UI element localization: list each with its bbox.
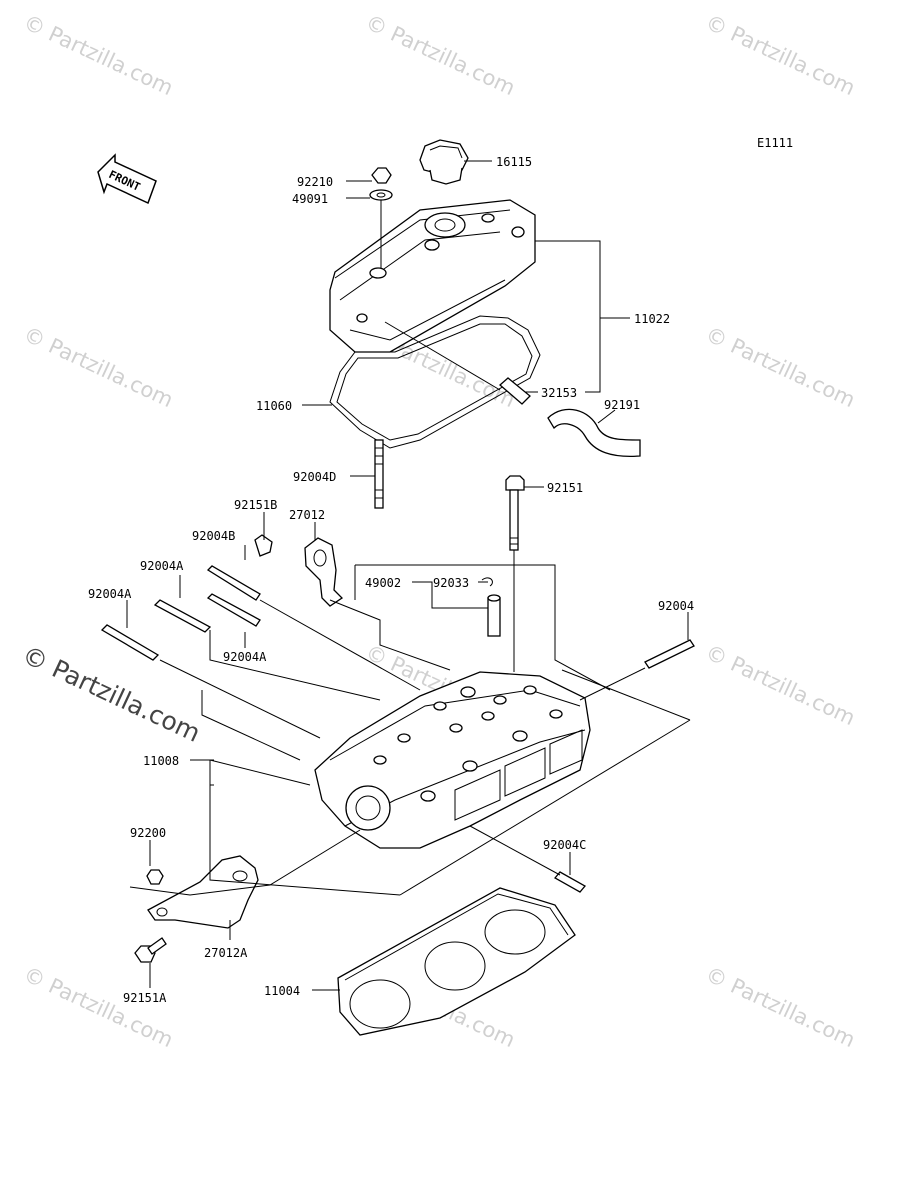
- bracket-27012[interactable]: [304, 537, 344, 607]
- label-92210[interactable]: 92210: [297, 175, 333, 189]
- stud-92004A-1[interactable]: [153, 599, 212, 633]
- part-labels: 16115 92210 49091 11022 32153 11060 9219…: [88, 155, 694, 1005]
- bracket-27012A[interactable]: [147, 855, 259, 929]
- hose-92191[interactable]: [547, 408, 641, 458]
- label-92004D[interactable]: 92004D: [293, 470, 336, 484]
- bolt-92151B[interactable]: [254, 534, 273, 557]
- stud-92004A-2[interactable]: [206, 593, 261, 627]
- dowel-49002[interactable]: [487, 594, 501, 637]
- label-92004C[interactable]: 92004C: [543, 838, 586, 852]
- label-11008[interactable]: 11008: [143, 754, 179, 768]
- label-92151B[interactable]: 92151B: [234, 498, 277, 512]
- label-92151[interactable]: 92151: [547, 481, 583, 495]
- label-92191[interactable]: 92191: [604, 398, 640, 412]
- nut-92200[interactable]: [146, 869, 164, 885]
- label-32153[interactable]: 32153: [541, 386, 577, 400]
- label-92151A[interactable]: 92151A: [123, 991, 167, 1005]
- oil-cap[interactable]: [419, 139, 469, 185]
- front-arrow-icon: FRONT: [97, 153, 157, 205]
- label-49002[interactable]: 49002: [365, 576, 401, 590]
- stud-92004[interactable]: [644, 639, 695, 669]
- label-11022[interactable]: 11022: [634, 312, 670, 326]
- label-92004[interactable]: 92004: [658, 599, 694, 613]
- clip-icon: [481, 577, 493, 587]
- bolt-92151A[interactable]: [134, 937, 167, 963]
- label-16115[interactable]: 16115: [496, 155, 532, 169]
- cylinder-head[interactable]: [314, 671, 591, 849]
- label-27012A[interactable]: 27012A: [204, 946, 248, 960]
- label-92004A[interactable]: 92004A: [140, 559, 184, 573]
- label-92004A[interactable]: 92004A: [223, 650, 267, 664]
- label-92004A[interactable]: 92004A: [88, 587, 132, 601]
- stud-92004B[interactable]: [206, 565, 261, 601]
- label-92004B[interactable]: 92004B: [192, 529, 235, 543]
- label-92200[interactable]: 92200: [130, 826, 166, 840]
- label-92033[interactable]: 92033: [433, 576, 469, 590]
- label-11004[interactable]: 11004: [264, 984, 300, 998]
- cap-nut[interactable]: [369, 167, 393, 201]
- head-gasket[interactable]: [337, 887, 576, 1036]
- valve-cover[interactable]: [329, 199, 536, 353]
- bolt-92151[interactable]: [505, 475, 525, 551]
- stud-92004A-3[interactable]: [100, 624, 160, 661]
- stud-92004D[interactable]: [374, 439, 384, 509]
- cover-gasket[interactable]: [329, 315, 541, 449]
- label-11060[interactable]: 11060: [256, 399, 292, 413]
- leader-lines: [126, 160, 691, 991]
- label-27012[interactable]: 27012: [289, 508, 325, 522]
- label-49091[interactable]: 49091: [292, 192, 328, 206]
- diagram-code: E1111: [757, 136, 793, 150]
- pin-32153[interactable]: [499, 377, 531, 405]
